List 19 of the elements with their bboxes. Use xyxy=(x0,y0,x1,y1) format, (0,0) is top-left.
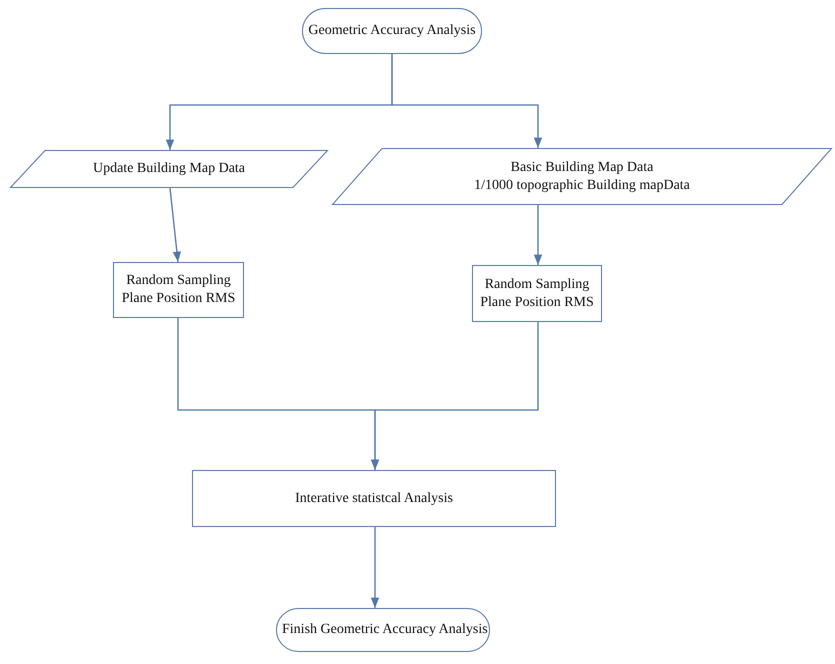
node-text: Interative statistcal Analysis xyxy=(295,490,453,508)
node-text: Basic Building Map Data xyxy=(510,158,654,176)
node-text: Update Building Map Data xyxy=(92,160,246,178)
node-text: Random Sampling Plane Position RMS xyxy=(479,276,595,312)
node-text: 1/1000 topographic Building mapData xyxy=(474,176,690,194)
terminator-shape xyxy=(276,608,490,652)
arrow xyxy=(169,188,182,262)
data-parallelogram xyxy=(332,148,832,205)
process-box xyxy=(472,265,602,322)
data-parallelogram xyxy=(10,150,328,188)
arrow xyxy=(391,54,542,148)
terminator-shape xyxy=(302,8,482,54)
arrow xyxy=(370,322,539,470)
node-text: Random Sampling Plane Position RMS xyxy=(120,272,236,308)
node-text: Geometric Accuracy Analysis xyxy=(308,22,476,40)
process-box xyxy=(192,470,556,527)
arrow xyxy=(370,527,380,608)
arrow xyxy=(534,205,542,265)
process-box xyxy=(113,262,244,318)
